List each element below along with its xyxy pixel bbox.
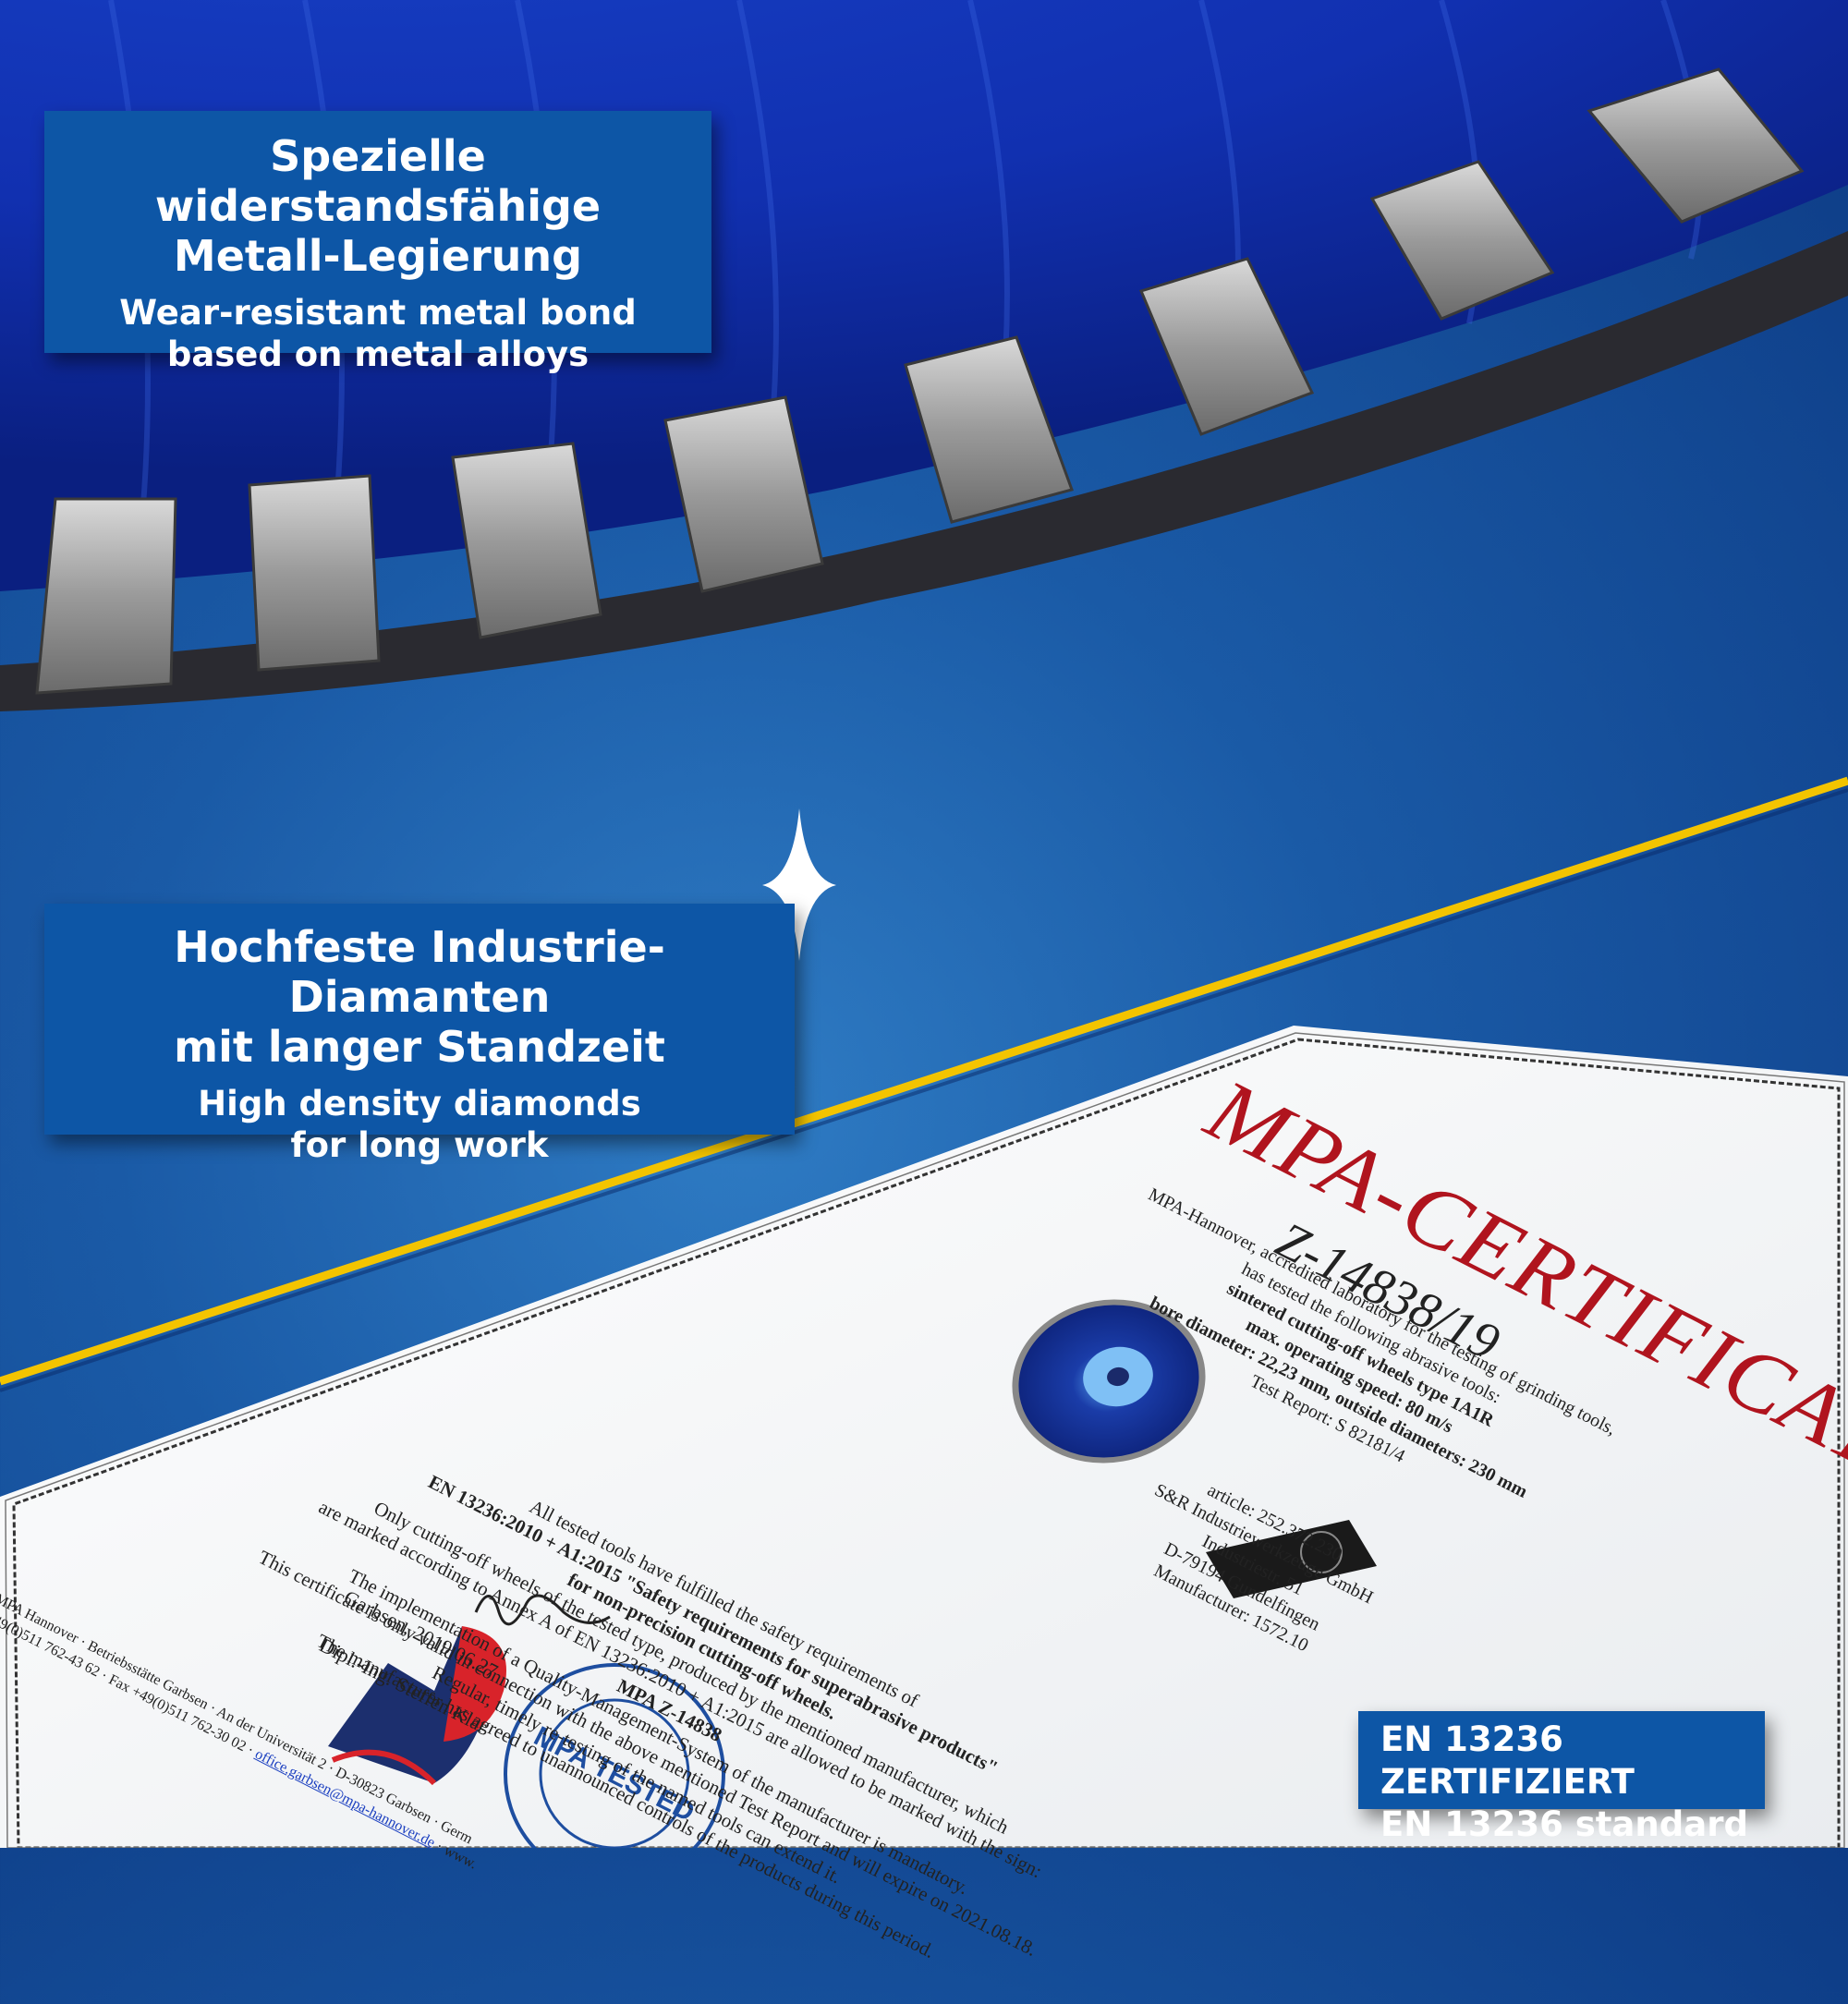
product-disc-image bbox=[1012, 1299, 1206, 1464]
background-scene: MPA TESTED bbox=[0, 0, 1848, 1848]
standard-label: EN 13236 ZERTIFIZIERT EN 13236 standard bbox=[1358, 1711, 1765, 1844]
bond-title-en-1: Wear-resistant metal bond bbox=[119, 293, 637, 333]
diamonds-title-de-2: mit langer Standzeit bbox=[174, 1022, 665, 1072]
diamonds-title-de-1: Hochfeste Industrie-Diamanten bbox=[174, 922, 665, 1022]
signature bbox=[474, 1594, 611, 1626]
sparkle-icon bbox=[762, 808, 836, 961]
mpa-logo bbox=[328, 1626, 506, 1786]
diamonds-title-en-2: for long work bbox=[290, 1125, 549, 1165]
diamond-segments bbox=[35, 67, 1805, 695]
bond-title-en-2: based on metal alloys bbox=[166, 334, 590, 374]
standard-line-2: EN 13236 standard bbox=[1380, 1804, 1748, 1844]
bond-title-de-2: Metall-Legierung bbox=[173, 231, 583, 281]
standard-line-1: EN 13236 ZERTIFIZIERT bbox=[1380, 1719, 1635, 1802]
mpa-badge bbox=[1206, 1520, 1377, 1598]
metal-bond-label: Spezielle widerstandsfähige Metall-Legie… bbox=[44, 111, 711, 374]
diamonds-title-en-1: High density diamonds bbox=[198, 1084, 641, 1123]
diamonds-label: Hochfeste Industrie-Diamanten mit langer… bbox=[44, 904, 795, 1165]
divider-line bbox=[0, 776, 1848, 1386]
bond-title-de-1: Spezielle widerstandsfähige bbox=[154, 131, 602, 231]
